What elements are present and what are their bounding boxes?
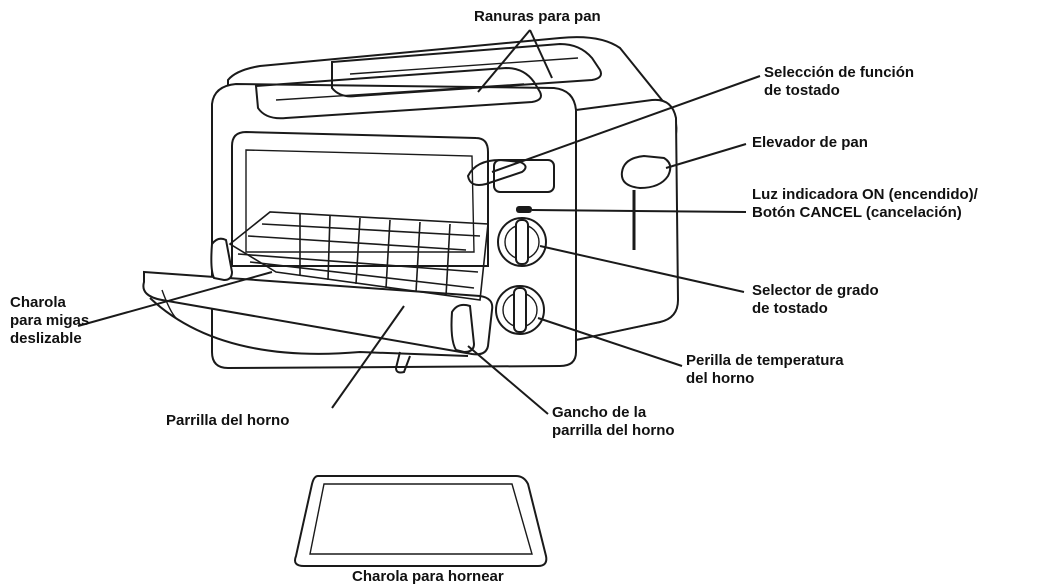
oven-rack (228, 211, 489, 301)
toast-shade-knob (497, 217, 547, 267)
door-and-crumb-tray (142, 270, 494, 374)
label-oven-temperature: Perilla de temperatura del horno (686, 352, 844, 387)
bread-lifter (620, 154, 672, 250)
label-bread-slots: Ranuras para pan (474, 8, 601, 25)
label-toast-shade: Selector de grado de tostado (752, 282, 879, 317)
label-on-light: Luz indicadora ON (encendido)/ Botón CAN… (752, 186, 978, 221)
baking-pan (294, 475, 548, 567)
rack-hook-right (450, 303, 476, 354)
label-oven-rack: Parrilla del horno (166, 412, 290, 429)
label-toast-function: Selección de función de tostado (764, 64, 915, 99)
label-crumb-tray: Charola para migas deslizable (10, 294, 90, 347)
label-rack-hook: Gancho de la parrilla del horno (552, 404, 675, 439)
label-baking-pan: Charola para hornear (352, 568, 504, 585)
rack-hook-left (210, 237, 234, 282)
toaster-oven (142, 36, 680, 374)
on-light (516, 206, 532, 213)
leader-lines (77, 29, 761, 415)
label-bread-lifter: Elevador de pan (752, 134, 868, 151)
oven-temperature-knob (495, 285, 545, 335)
